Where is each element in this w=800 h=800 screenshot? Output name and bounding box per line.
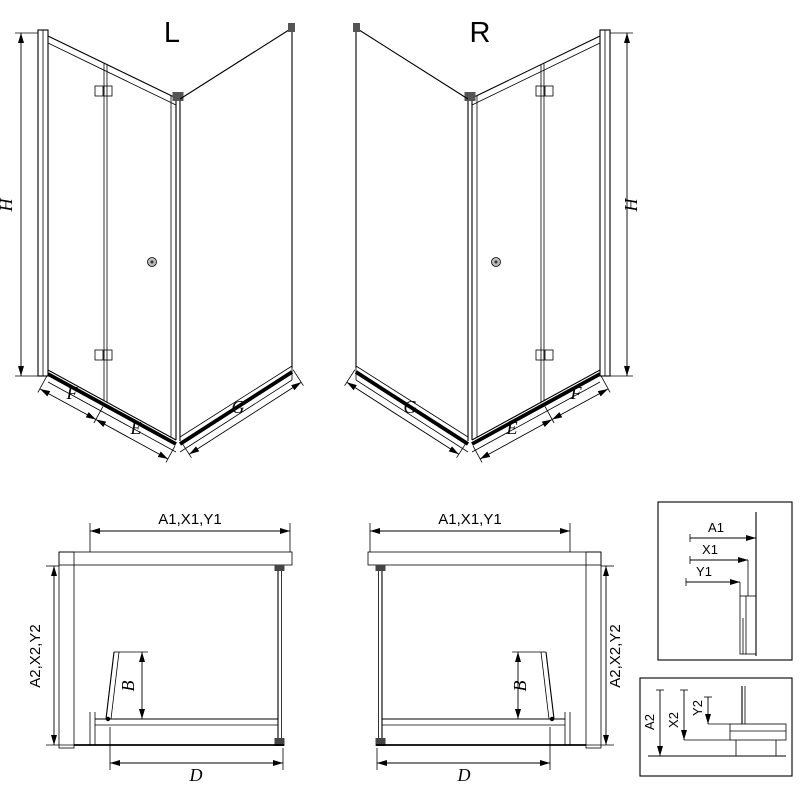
dim-label-a2x2y2-left: A2,X2,Y2 [27,624,44,687]
wall-profile-right [599,29,611,377]
tray-profile-section [729,723,787,741]
dimension-g-right: G [344,369,468,458]
open-folding-door-plan [105,651,120,722]
dim-label-x2: X2 [666,712,681,728]
hatched-wall-top [58,551,293,566]
folding-door-panel-right [471,35,601,441]
dimension-b-left: B [118,651,148,719]
corner-post-right [464,92,476,441]
wall-bracket [288,23,295,32]
dimension-f-e-right: F E [472,375,611,463]
dimension-height-right: H [610,32,641,377]
door-track-plan [74,712,284,746]
dim-label-a1x1y1-left: A1,X1,Y1 [158,511,221,528]
dim-label-a1: A1 [708,520,724,535]
door-pivot [549,716,555,722]
variant-label-right: R [470,17,491,49]
dim-label-y1: Y1 [696,564,712,579]
door-pivot [105,716,111,722]
dim-label-d-left: D [189,765,203,785]
glass-side-panel-plan [274,565,285,746]
corner-connector [464,92,476,101]
iso-view-right: R [344,17,641,463]
corner-post-plan [375,738,386,746]
dim-label-g-left: G [232,397,245,417]
door-knob [491,257,501,267]
dim-label-b-left: B [118,681,138,692]
door-track-plan [376,712,586,746]
hinge-top [535,85,554,97]
wall-bracket [353,23,360,32]
plan-view-left: A1,X1,Y1 A2,X2,Y2 B D [27,511,293,785]
corner-connector [172,92,184,101]
dim-label-f-left: F [66,383,79,403]
dimension-d-left: D [109,727,284,785]
dimension-depth-right: A2,X2,Y2 [586,565,624,746]
wall-profile-section [739,595,757,655]
detail-box-height: A2 X2 Y2 [639,677,793,777]
dim-label-e-right: E [506,418,518,438]
corner-post-left [172,92,184,441]
dim-label-y2: Y2 [690,700,705,716]
dim-label-g-right: G [404,397,417,417]
wall-connector [375,565,386,571]
detail-box-width: A1 X1 Y1 [657,501,793,661]
wall-profile-left [37,29,49,377]
dim-label-h-right: H [621,198,641,213]
hatched-wall-right [585,551,602,749]
door-knob [147,257,157,267]
shower-tray-left [47,368,294,453]
side-panel-left [179,23,295,438]
dim-label-d-right: D [457,765,471,785]
dim-label-b-right: B [510,681,530,692]
dim-label-f-right: F [570,383,583,403]
hinge-bottom [535,349,554,361]
open-folding-door-plan [540,651,555,722]
side-panel-right [353,23,469,438]
corner-post-plan [274,738,285,746]
dim-label-e-left: E [130,418,142,438]
dimension-width-right: A1,X1,Y1 [369,511,571,552]
hinge-bottom [94,349,113,361]
hinge-top [94,85,113,97]
wall-connector [274,565,285,571]
shower-tray-right [354,368,601,453]
dim-label-h-left: H [0,198,16,213]
dim-label-a2: A2 [642,714,657,730]
iso-view-left: L [0,17,304,463]
dim-label-a1x1y1-right: A1,X1,Y1 [438,511,501,528]
dim-label-a2x2y2-right: A2,X2,Y2 [607,624,624,687]
dimension-b-right: B [510,651,541,719]
dimension-g-left: G [180,369,304,458]
plan-view-right: A1,X1,Y1 A2,X2,Y2 B D [367,511,624,785]
dimension-f-e-left: F E [37,375,176,463]
folding-door-panel-left [47,35,177,441]
dimension-depth-left: A2,X2,Y2 [27,565,74,746]
hatched-wall-top [367,551,602,566]
glass-side-panel-plan [375,565,386,746]
variant-label-left: L [164,17,180,49]
dimension-width-left: A1,X1,Y1 [89,511,291,552]
dim-label-x1: X1 [702,542,718,557]
hatched-wall-left [58,551,75,749]
dimension-d-right: D [376,727,551,785]
dimension-height-left: H [0,32,38,377]
